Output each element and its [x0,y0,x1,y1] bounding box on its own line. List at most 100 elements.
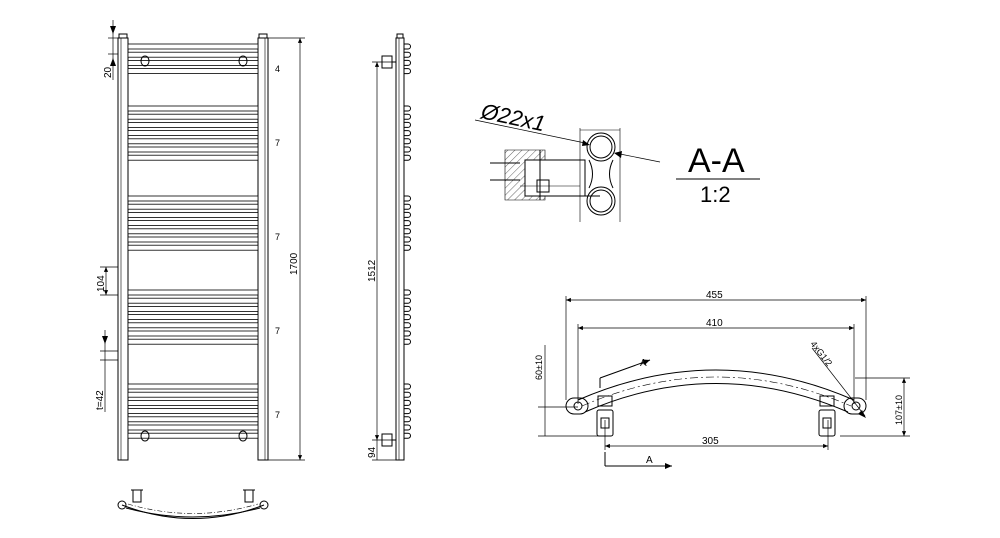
crossbar [127,203,259,210]
crossbar-profile [404,51,411,58]
crossbar [127,146,259,153]
dim-center-width: 410 [706,318,723,329]
crossbar-profile [404,113,411,120]
crossbar [127,105,259,112]
crossbar-profile [404,236,411,243]
section-title: A-A [688,142,745,180]
pipe-diameter: Ø22x1 [478,98,548,136]
crossbar-profile [404,203,411,210]
crossbar [127,51,259,58]
dim-connection: 305 [702,436,719,447]
crossbar-profile [404,391,411,398]
crossbar [127,122,259,128]
crossbar [127,68,259,74]
dim-side-bottom: 94 [367,446,378,458]
dim-spacing: 104 [96,275,107,292]
crossbar [127,297,259,304]
crossbar-profile [404,130,411,137]
crossbar [127,383,259,390]
crossbar [127,60,259,66]
crossbar [127,130,259,137]
crossbar [127,399,259,406]
plan-end-right [818,395,867,437]
crossbar [127,113,259,120]
plan-end-left [565,395,614,437]
crossbars [127,43,259,439]
crossbar-profile [404,399,411,406]
crossbar-profile [404,305,411,312]
crossbar-profile [404,220,411,227]
crossbar [127,211,259,218]
section-detail: Ø22x1 A-A 1:2 [474,98,760,222]
dim-left-height: 60±10 [534,355,544,380]
crossbar [127,314,259,321]
front-view: 20 104 t=42 1700 4 7 7 7 7 [95,20,305,461]
crossbar [127,424,259,431]
bar-count-2: 7 [275,138,280,148]
crossbar-profile [404,138,411,145]
crossbar-profile [404,383,411,390]
crossbar-profile [404,330,411,337]
crossbar-profile [404,154,411,161]
crossbar-profile [404,244,411,251]
dim-tube: t=42 [95,390,106,410]
side-view: 1512 94 [367,33,411,461]
dim-height: 1700 [289,252,300,275]
crossbar [127,244,259,251]
crossbar-profile [404,68,411,75]
bottom-plan-view [117,489,269,519]
crossbar [127,330,259,337]
dim-overall-width: 455 [706,290,723,301]
crossbar-profile [404,408,411,415]
side-bar-profiles [404,43,411,439]
crossbar-profile [404,424,411,431]
crossbar-profile [404,432,411,439]
cut-label-bottom: A [646,455,653,466]
cut-label-top: A [640,358,647,369]
plan-view: 455 410 305 60±10 107±10 [534,290,910,469]
section-scale: 1:2 [700,182,731,207]
crossbar-profile [404,416,411,423]
crossbar [127,154,259,161]
front-height-dimension: 1700 [268,37,305,461]
crossbar-profile [404,289,411,296]
crossbar-profile [404,146,411,153]
thread-spec: 4xG1/2 [808,339,834,368]
crossbar-profile [404,121,411,128]
crossbar-profile [404,297,411,304]
section-cut-marker: A A [599,358,672,469]
crossbar-profile [404,314,411,321]
bar-count-1: 4 [275,64,280,74]
crossbar [127,408,259,415]
bar-count-3: 7 [275,232,280,242]
crossbar [127,289,259,296]
dim-right-height: 107±10 [894,395,904,425]
crossbar [127,416,259,423]
crossbar-profile [404,322,411,329]
dim-side-center: 1512 [367,259,378,282]
crossbar-profile [404,195,411,202]
left-rail [117,37,129,461]
crossbar [127,432,259,439]
crossbar [127,220,259,227]
crossbar [127,236,259,243]
bar-count-4: 7 [275,326,280,336]
crossbar [127,228,259,235]
crossbar [127,195,259,202]
crossbar [127,322,259,329]
right-rail [257,37,269,461]
front-left-dimensions: 20 104 t=42 [95,20,118,412]
crossbar-profile [404,59,411,66]
dim-top-offset: 20 [103,66,114,78]
crossbar-profile [404,228,411,235]
crossbar-profile [404,338,411,345]
bar-count-5: 7 [275,410,280,420]
crossbar [127,305,259,312]
crossbar-profile [404,43,411,50]
crossbar [127,338,259,345]
crossbar [127,391,259,398]
crossbar [127,43,259,50]
mount-holes [140,55,248,442]
crossbar [127,138,259,145]
